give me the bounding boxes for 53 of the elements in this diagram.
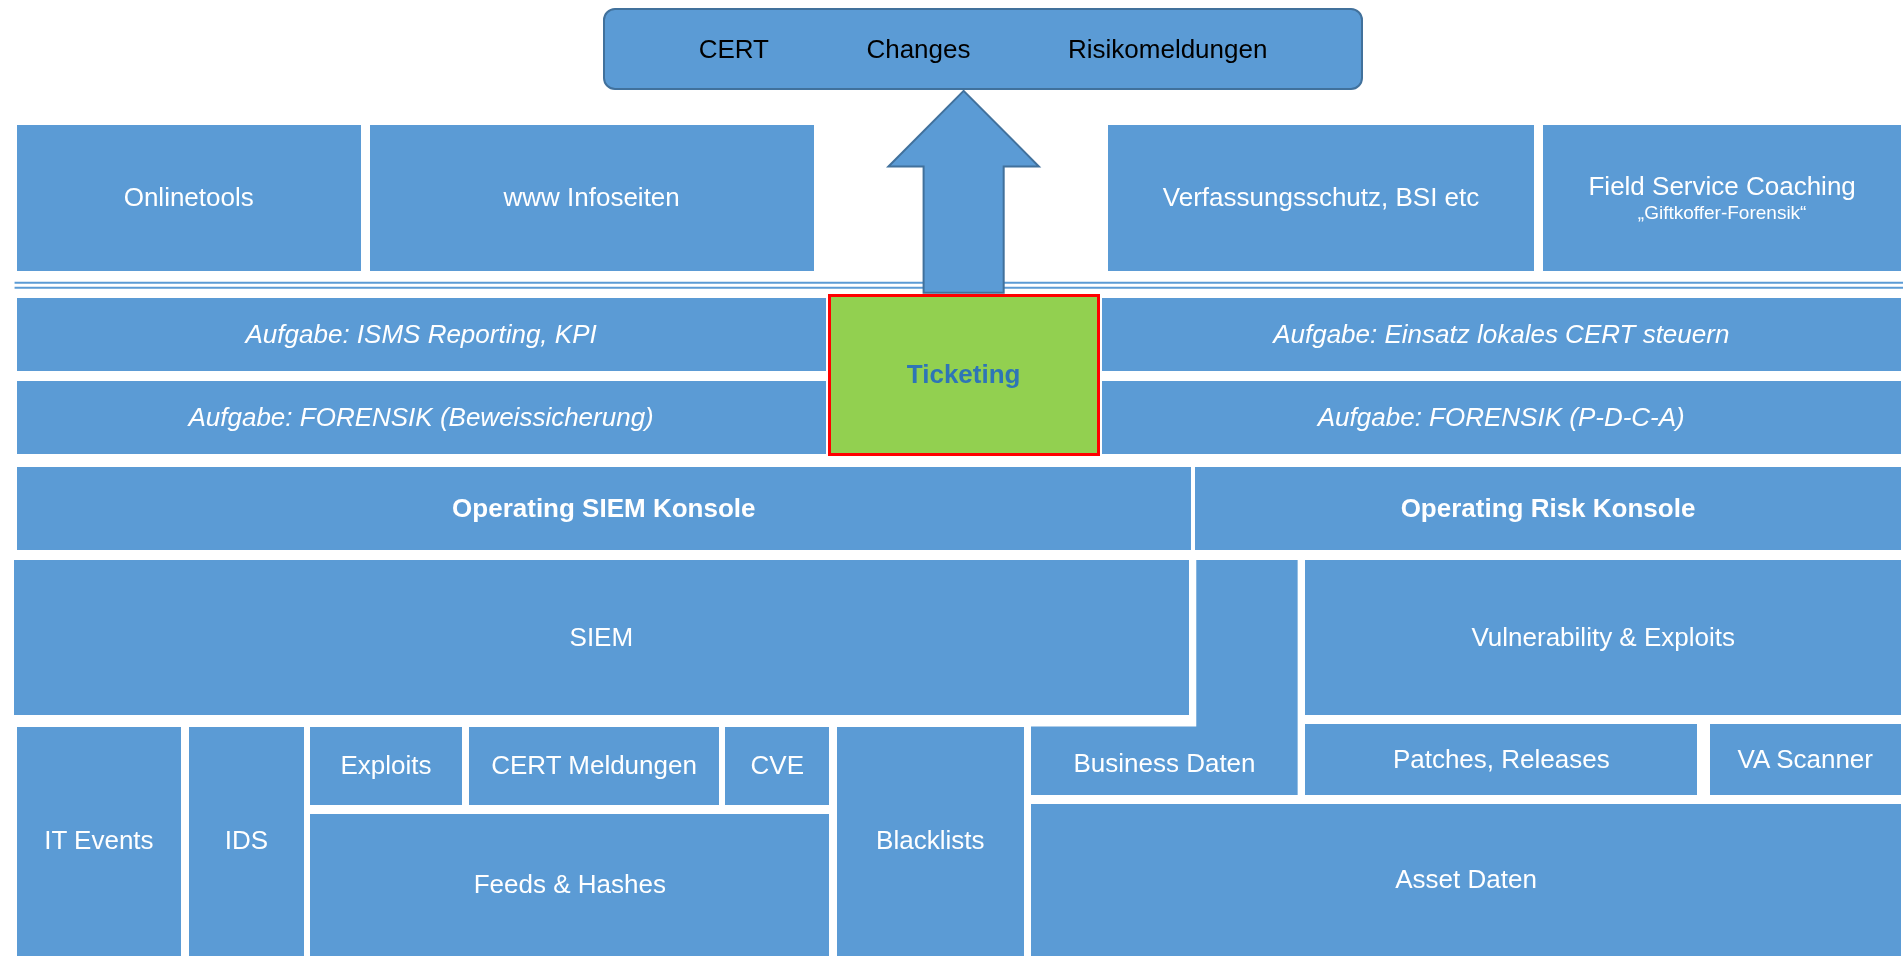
box-label: Asset Daten [1394,864,1538,896]
process-box [1303,722,1700,798]
rounded-box [603,8,1363,90]
l-shaped-box [1029,558,1300,798]
box-label: Ticketing [905,359,1022,391]
box-label: Aufgabe: Einsatz lokales CERT steuern [1271,318,1731,350]
process-box [1099,296,1903,373]
process-box [14,464,1193,553]
process-box [14,378,828,457]
box-label: Onlinetools [122,182,255,214]
process-box [1303,558,1903,718]
box-label: IT Events [43,825,155,857]
process-box [308,724,464,808]
box-label: VA Scanner [1736,744,1874,776]
box-label: CERT [697,33,770,65]
process-box [1707,722,1903,798]
process-box [1029,802,1903,957]
process-box [1099,378,1903,457]
box-label: IDS [223,825,270,857]
box-label: Verfassungsschutz, BSI etc [1161,182,1481,214]
process-box [14,724,184,957]
box-label: www Infoseiten [502,182,681,214]
ticketing-box [827,293,1100,457]
process-box [367,122,816,274]
process-box [723,724,832,808]
process-box [835,724,1026,957]
box-label: CERT Meldungen [490,750,698,782]
box-label: CVE [749,750,806,782]
box-label: Operating SIEM Konsole [451,492,757,525]
box-label: Blacklists [875,825,986,857]
box-label: Patches, Releases [1391,744,1611,776]
process-box [1193,464,1903,553]
box-label: Exploits [339,750,433,782]
process-box [14,122,363,274]
process-box [14,296,828,373]
box-label: Risikomeldungen [1066,33,1269,65]
process-box [1105,122,1537,274]
box-label: Operating Risk Konsole [1399,492,1697,525]
process-box [186,724,306,957]
subtitle-text: „Giftkoffer-Forensik“ [1636,202,1808,225]
box-label: Aufgabe: ISMS Reporting, KPI [243,318,598,350]
process-box [1541,122,1903,274]
box-label: Business Daten [1072,746,1257,780]
box-label: Changes [865,33,972,65]
box-label: Aufgabe: FORENSIK (Beweissicherung) [186,401,655,434]
process-box [308,811,832,957]
process-box [467,724,721,808]
box-label: Vulnerability & Exploits [1470,622,1736,654]
box-label: Field Service Coaching [1587,170,1857,202]
block-arrow [886,89,1042,294]
box-label: Aufgabe: FORENSIK (P-D-C-A) [1315,401,1686,434]
box-label: Feeds & Hashes [472,869,667,901]
box-label: SIEM [568,622,635,654]
